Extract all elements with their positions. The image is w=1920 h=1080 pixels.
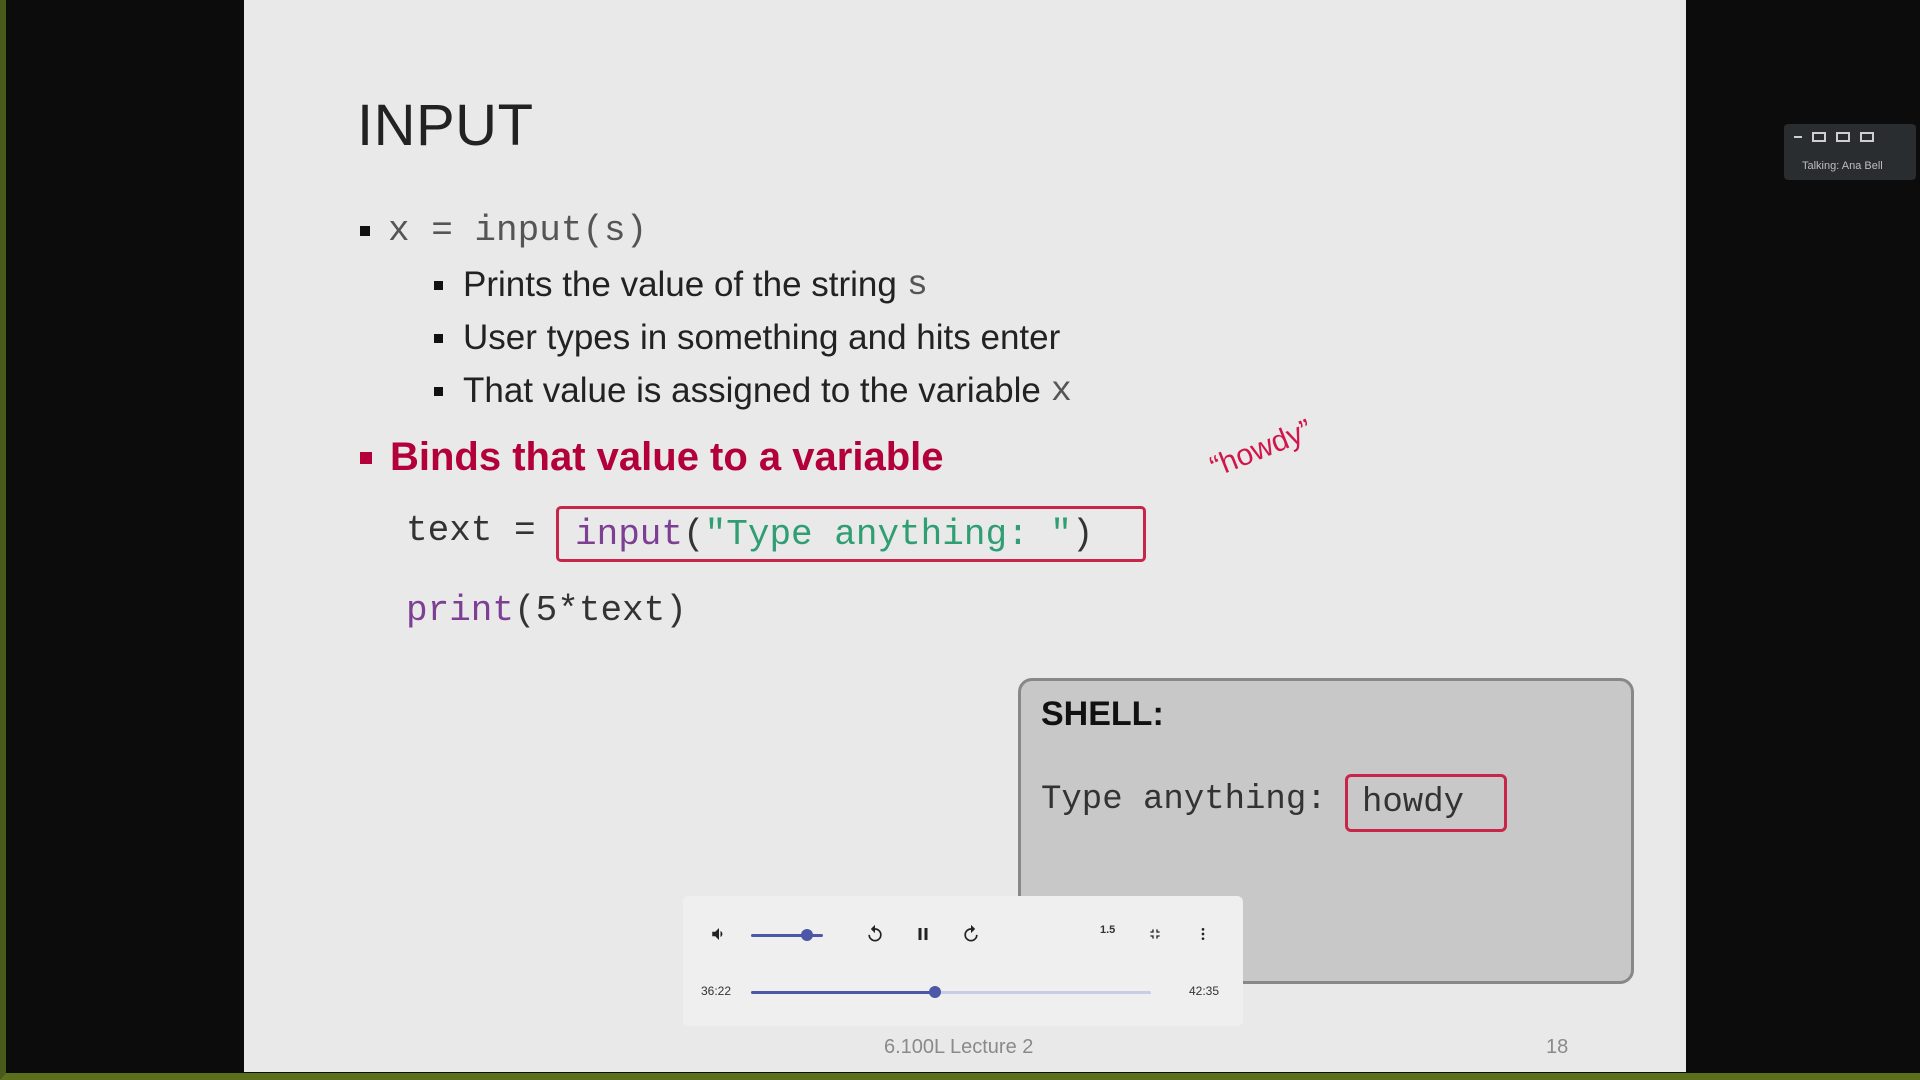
code-string: "Type anything: " — [704, 513, 1072, 555]
total-time: 42:35 — [1189, 984, 1220, 998]
sub-bullet-text: User types in something and hits enter — [463, 318, 1061, 357]
forward-10-icon[interactable] — [957, 920, 985, 948]
sub-bullet-prints: Prints the value of the string s — [434, 265, 928, 305]
shell-title: SHELL: — [1041, 695, 1164, 733]
shell-prompt: Type anything: — [1041, 781, 1327, 819]
slide-title: INPUT — [357, 93, 534, 158]
bullet-marker — [360, 225, 370, 236]
lecture-slide: INPUT x = input(s) Prints the value of t… — [244, 0, 1686, 1072]
inline-variable: x — [1050, 371, 1072, 411]
code-args: (5*text) — [514, 590, 687, 631]
more-vert-icon[interactable] — [1189, 920, 1217, 948]
bullet-marker — [434, 386, 443, 396]
speaker-view-icon[interactable] — [1836, 132, 1850, 142]
sub-bullet-user-types: User types in something and hits enter — [434, 318, 1060, 358]
code-assignment-prefix: text = — [406, 510, 536, 551]
view-mode-icons — [1794, 132, 1874, 142]
bullet-marker — [360, 451, 372, 464]
code-paren: ) — [1071, 513, 1094, 555]
sub-bullet-assigned: That value is assigned to the variable x — [434, 371, 1072, 411]
thumbnail-view-icon[interactable] — [1812, 132, 1826, 142]
volume-icon[interactable] — [705, 920, 733, 948]
bullet-marker — [434, 333, 443, 343]
gallery-view-icon[interactable] — [1860, 132, 1874, 142]
inline-variable: s — [906, 265, 928, 305]
video-player-controls: 1.5 36:22 42:35 — [683, 896, 1243, 1026]
minimize-icon[interactable] — [1794, 136, 1802, 138]
exit-fullscreen-icon[interactable] — [1141, 920, 1169, 948]
bullet-marker — [434, 280, 443, 290]
volume-slider-thumb[interactable] — [801, 929, 814, 941]
sub-bullet-text: That value is assigned to the variable — [463, 371, 1041, 410]
code-input-call-highlight: input("Type anything: ") — [556, 506, 1146, 562]
sub-bullet-text: Prints the value of the string — [463, 265, 897, 304]
bullet-heading: Binds that value to a variable — [390, 435, 944, 479]
code-print-line: print(5*text) — [406, 590, 687, 631]
current-time: 36:22 — [701, 984, 732, 998]
slide-page-number: 18 — [1546, 1036, 1569, 1058]
seek-bar[interactable] — [751, 986, 1151, 998]
rewind-10-icon[interactable] — [861, 920, 889, 948]
pause-icon[interactable] — [909, 920, 937, 948]
code-paren: ( — [683, 513, 705, 555]
handwritten-annotation: “howdy” — [1205, 413, 1317, 484]
code-keyword: print — [406, 590, 515, 631]
shell-input-highlight: howdy — [1345, 774, 1507, 832]
playback-speed[interactable]: 1.5 — [1100, 924, 1116, 936]
seek-bar-thumb[interactable] — [929, 986, 941, 998]
bullet-binds-value: Binds that value to a variable — [360, 435, 944, 480]
meeting-speaker-widget[interactable]: Talking: Ana Bell — [1784, 124, 1916, 180]
volume-slider[interactable] — [751, 929, 823, 941]
speaker-label: Talking: Ana Bell — [1802, 160, 1883, 172]
seek-bar-progress — [751, 991, 935, 994]
bullet-input-syntax: x = input(s) — [360, 210, 647, 251]
slide-footer: 6.100L Lecture 2 — [884, 1036, 1034, 1058]
shell-input-value: howdy — [1362, 784, 1465, 822]
bullet-code: x = input(s) — [388, 210, 648, 251]
code-keyword: input — [575, 513, 684, 555]
